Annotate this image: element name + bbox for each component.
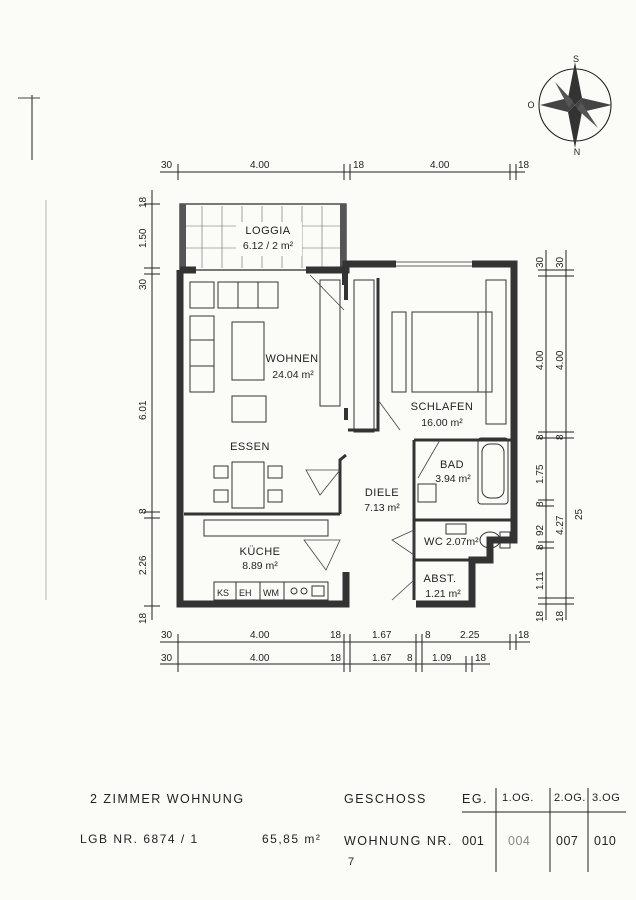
dim-top-4: 4.00 [430,160,450,171]
appliance-ks: KS [217,588,229,598]
dim-top-0: 30 [161,160,173,171]
compass-o: O [527,100,534,110]
compass-n: N [574,147,581,157]
dim-b1-5: 2.25 [460,630,480,641]
wohnung-nr-001: 001 [462,834,485,848]
right-dimension-lines [538,250,574,620]
dim-b2-4: 8 [407,653,413,664]
dim-b2-2: 18 [330,653,342,664]
wohnung-label: WOHNUNG NR. [344,834,453,848]
bathtub [417,437,509,505]
dim-right-a-6: 8 [535,544,546,550]
wc-area: 2.07m² [446,536,479,548]
dim-b2-6: 18 [475,653,487,664]
floor-3og: 3.OG [592,792,621,804]
dim-left-1: 1.50 [138,228,149,248]
dim-left-4: 8 [138,508,149,514]
dim-left-0: 18 [138,196,149,208]
wohnung-nr-004: 004 [508,834,531,848]
apartment-type: 2 ZIMMER WOHNUNG [90,792,245,806]
living-furniture [189,279,375,433]
dim-left-5: 2.26 [138,555,149,575]
kitchen-counter [203,519,329,601]
dim-left-2: 30 [138,278,149,290]
toilet [445,523,511,549]
dim-b1-3: 1.67 [372,630,392,641]
compass-s: S [573,54,579,64]
floor-1og: 1.OG. [502,792,534,804]
wohnen-name: WOHNEN [265,353,318,365]
dim-right-b-5: 18 [555,610,566,622]
dim-right-a-7: 1.11 [535,571,546,590]
dim-right-b-3: 4.27 [555,515,566,535]
top-dimension-line [160,164,525,180]
loggia-name: LOGGIA [245,225,290,237]
appliance-wm: WM [263,588,279,598]
bad-area: 3.94 m² [435,473,471,485]
essen-name: ESSEN [230,441,270,453]
wohnung-nr-007: 007 [556,834,579,848]
dim-right-b-0: 30 [555,256,566,268]
schlafen-area: 16.00 m² [421,417,463,429]
loggia-area: 6.12 / 2 m² [243,240,294,252]
diele-name: DIELE [365,487,399,499]
wc-name: WC [424,536,443,548]
dim-left-6: 18 [138,612,149,624]
dim-b2-3: 1.67 [372,653,392,664]
dim-b2-1: 4.00 [250,653,270,664]
compass: S O N [527,54,612,157]
geschoss-label: GESCHOSS [344,792,427,806]
dim-b1-0: 30 [161,630,173,641]
dim-right-a-2: 8 [535,434,546,440]
dim-right-a-1: 4.00 [535,350,546,370]
dim-right-a-8: 18 [535,610,546,622]
walls [176,260,518,608]
bed [391,279,507,425]
window-schlafen [396,261,472,267]
window-kueche [177,530,183,588]
dim-b1-4: 8 [425,630,431,641]
floor-2og: 2.OG. [554,792,586,804]
dim-right-b-1: 4.00 [555,350,566,370]
wohnung-nr-010: 010 [594,834,617,848]
bad-name: BAD [440,459,464,471]
wohnen-area: 24.04 m² [272,369,314,381]
schlafen-name: SCHLAFEN [411,401,474,413]
dim-top-5: 18 [518,160,530,171]
dim-left-3: 6.01 [138,400,149,420]
dim-right-a-0: 30 [535,256,546,268]
dim-b2-0: 30 [161,653,173,664]
left-dimension-line [144,190,160,620]
dim-top-2: 18 [353,160,365,171]
dining-table [213,461,283,509]
dim-b1-6: 18 [518,630,530,641]
dim-right-a-3: 1.75 [535,464,546,484]
doors [303,274,441,601]
abst-area: 1.21 m² [425,588,461,600]
abst-name: ABST. [423,573,456,585]
bottom-dimension-lines [160,634,530,672]
lgb-number: LGB NR. 6874 / 1 [80,832,199,846]
diele-area: 7.13 m² [364,502,400,514]
dim-right-a-4: 8 [535,501,546,507]
dim-top-1: 4.00 [250,160,270,171]
appliance-eh: EH [239,588,252,598]
floor-eg: EG. [462,792,489,806]
kueche-area: 8.89 m² [242,560,278,572]
footer-grid [462,788,626,872]
page-number: 7 [348,856,356,868]
dim-b1-1: 4.00 [250,630,270,641]
total-area: 65,85 m² [262,832,322,846]
dim-b1-2: 18 [330,630,342,641]
kueche-name: KÜCHE [239,546,280,558]
dim-b2-5: 1.09 [432,653,452,664]
dim-right-a-5: 92 [535,524,546,536]
dim-right-total: 25 [574,508,585,520]
dim-right-b-2: 8 [555,434,566,440]
